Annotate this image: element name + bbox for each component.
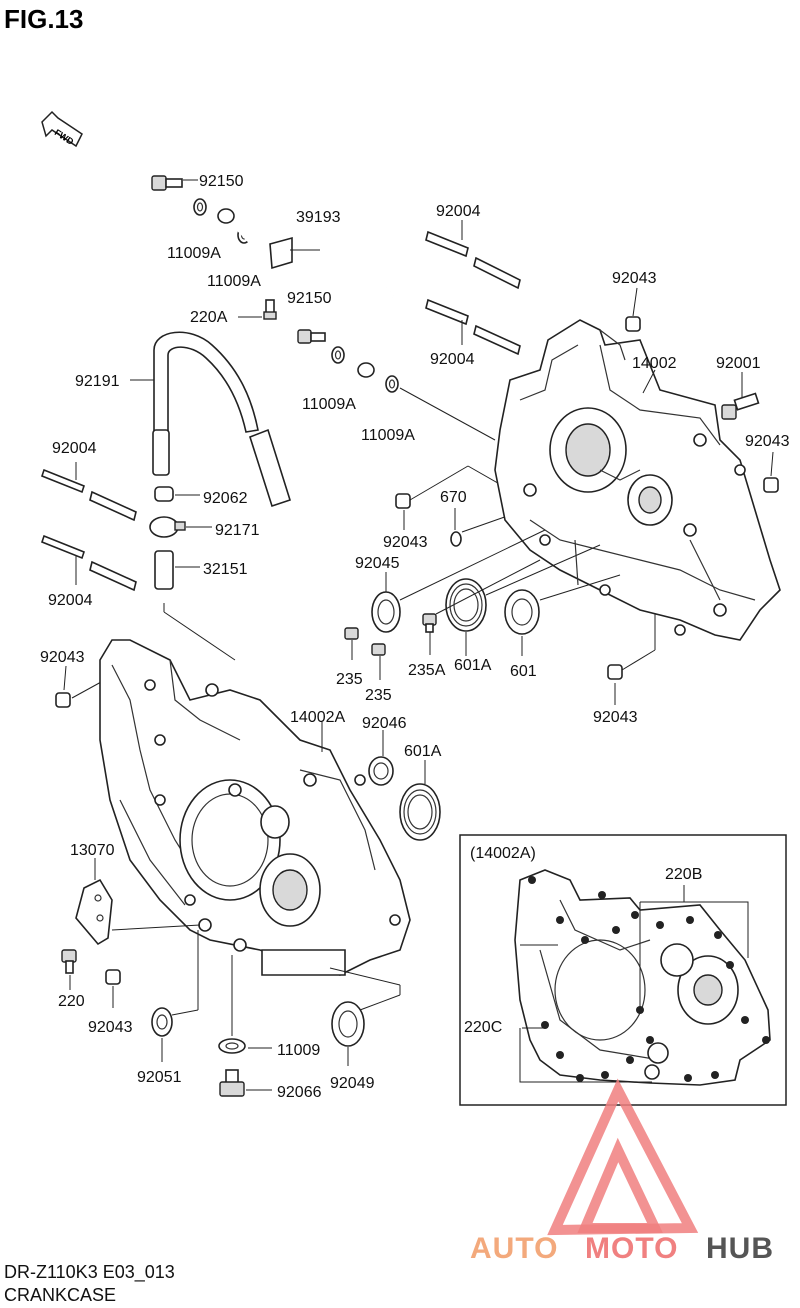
bolt-235-2[interactable] bbox=[371, 643, 386, 680]
fwd-arrow-icon: FWD bbox=[41, 110, 83, 147]
label-92150-mid[interactable]: 92150 bbox=[287, 290, 332, 307]
label-14002[interactable]: 14002 bbox=[632, 355, 677, 372]
label-92004-l1[interactable]: 92004 bbox=[52, 440, 97, 457]
label-220[interactable]: 220 bbox=[58, 993, 85, 1010]
label-92046[interactable]: 92046 bbox=[362, 715, 407, 732]
dowel-92043-mid-right[interactable] bbox=[607, 664, 623, 680]
label-92004-tr2[interactable]: 92004 bbox=[430, 351, 475, 368]
stud-92004-right-1[interactable] bbox=[425, 230, 521, 290]
label-670[interactable]: 670 bbox=[440, 489, 467, 506]
watermark-text-hub: HUB bbox=[706, 1232, 774, 1265]
label-92051[interactable]: 92051 bbox=[137, 1069, 182, 1086]
clamp-92171[interactable] bbox=[149, 516, 212, 538]
stud-92001[interactable] bbox=[721, 372, 760, 420]
watermark-text-moto: MOTO bbox=[585, 1232, 678, 1265]
label-235a[interactable]: 235A bbox=[408, 662, 446, 679]
label-92062[interactable]: 92062 bbox=[203, 490, 248, 507]
bolt-220[interactable] bbox=[61, 949, 77, 990]
label-601[interactable]: 601 bbox=[510, 663, 537, 680]
label-601a-2[interactable]: 601A bbox=[404, 743, 442, 760]
stud-92004-right-2[interactable] bbox=[425, 298, 521, 356]
label-11009a-1[interactable]: 11009A bbox=[167, 245, 221, 262]
label-92043-l[interactable]: 92043 bbox=[40, 649, 85, 666]
inset-title: (14002A) bbox=[470, 845, 536, 862]
watermark-logo: AUTO MOTO HUB bbox=[470, 1078, 774, 1265]
part-labels: 92150 39193 11009A 11009A 220A 92150 110… bbox=[40, 173, 790, 1101]
label-11009a-4[interactable]: 11009A bbox=[361, 427, 415, 444]
drain-plug-92066[interactable] bbox=[219, 1069, 272, 1097]
label-601a-1[interactable]: 601A bbox=[454, 657, 492, 674]
oil-pipe-39193[interactable] bbox=[217, 208, 402, 378]
label-235-1[interactable]: 235 bbox=[336, 671, 363, 688]
model-code: DR-Z110K3 E03_013 bbox=[4, 1262, 175, 1283]
dowel-92043-right[interactable] bbox=[763, 477, 779, 493]
bearing-601[interactable] bbox=[504, 574, 621, 656]
dowel-92043-left[interactable] bbox=[55, 692, 71, 708]
washer-11009[interactable] bbox=[218, 955, 272, 1054]
bolt-220a[interactable] bbox=[238, 299, 277, 320]
inset-panel: (14002A) bbox=[459, 834, 787, 1106]
label-220b[interactable]: 220B bbox=[665, 866, 702, 883]
label-92066[interactable]: 92066 bbox=[277, 1084, 322, 1101]
union-32151[interactable] bbox=[154, 550, 236, 661]
label-14002a[interactable]: 14002A bbox=[290, 709, 345, 726]
label-13070[interactable]: 13070 bbox=[70, 842, 115, 859]
bolt-92150-top[interactable] bbox=[151, 175, 198, 191]
stud-92004-left-2[interactable] bbox=[41, 534, 137, 592]
label-32151[interactable]: 32151 bbox=[203, 561, 248, 578]
washer-11009a-4[interactable] bbox=[385, 375, 399, 393]
bolt-235a[interactable] bbox=[422, 559, 541, 655]
seal-92045[interactable] bbox=[371, 529, 546, 633]
label-11009a-2[interactable]: 11009A bbox=[207, 273, 261, 290]
label-11009[interactable]: 11009 bbox=[277, 1042, 320, 1059]
watermark-text-auto: AUTO bbox=[470, 1232, 558, 1265]
section-name: CRANKCASE bbox=[4, 1285, 116, 1305]
label-39193[interactable]: 39193 bbox=[296, 209, 341, 226]
label-220c[interactable]: 220C bbox=[464, 1019, 502, 1036]
label-92150-top[interactable]: 92150 bbox=[199, 173, 244, 190]
label-220a[interactable]: 220A bbox=[190, 309, 228, 326]
bearing-601a-right[interactable] bbox=[445, 544, 601, 656]
bolt-92150-mid[interactable] bbox=[297, 329, 326, 344]
label-92049[interactable]: 92049 bbox=[330, 1075, 375, 1092]
label-92043-tr[interactable]: 92043 bbox=[612, 270, 657, 287]
label-92191[interactable]: 92191 bbox=[75, 373, 120, 390]
label-92043-r[interactable]: 92043 bbox=[745, 433, 790, 450]
label-92004-tr1[interactable]: 92004 bbox=[436, 203, 481, 220]
dowel-92043-mid[interactable] bbox=[395, 493, 411, 509]
seal-92051[interactable] bbox=[151, 930, 199, 1062]
bracket-13070[interactable] bbox=[75, 858, 201, 946]
stud-92004-left-1[interactable] bbox=[41, 468, 137, 522]
label-92043-m[interactable]: 92043 bbox=[383, 534, 428, 551]
figure-title: FIG.13 bbox=[4, 4, 83, 34]
washer-11009a-3[interactable] bbox=[331, 346, 345, 364]
label-92171[interactable]: 92171 bbox=[215, 522, 260, 539]
label-92001[interactable]: 92001 bbox=[716, 355, 761, 372]
crankcase-left-14002a[interactable] bbox=[99, 639, 411, 976]
dowel-92043-bottom-left[interactable] bbox=[105, 969, 121, 1008]
bolt-235-1[interactable] bbox=[344, 627, 359, 660]
label-235-2[interactable]: 235 bbox=[365, 687, 392, 704]
label-11009a-3[interactable]: 11009A bbox=[302, 396, 356, 413]
breather-hose-92191[interactable] bbox=[130, 331, 291, 508]
bearing-92046[interactable] bbox=[368, 730, 394, 786]
label-92045[interactable]: 92045 bbox=[355, 555, 400, 572]
washer-11009a-1[interactable] bbox=[193, 198, 207, 216]
clamp-92062[interactable] bbox=[154, 486, 200, 502]
label-92004-l2[interactable]: 92004 bbox=[48, 592, 93, 609]
label-92043-mr[interactable]: 92043 bbox=[593, 709, 638, 726]
seal-92049[interactable] bbox=[329, 967, 401, 1066]
bearing-601a-left[interactable] bbox=[399, 760, 441, 841]
dowel-92043-top-right[interactable] bbox=[625, 316, 641, 332]
label-92043-bl[interactable]: 92043 bbox=[88, 1019, 133, 1036]
